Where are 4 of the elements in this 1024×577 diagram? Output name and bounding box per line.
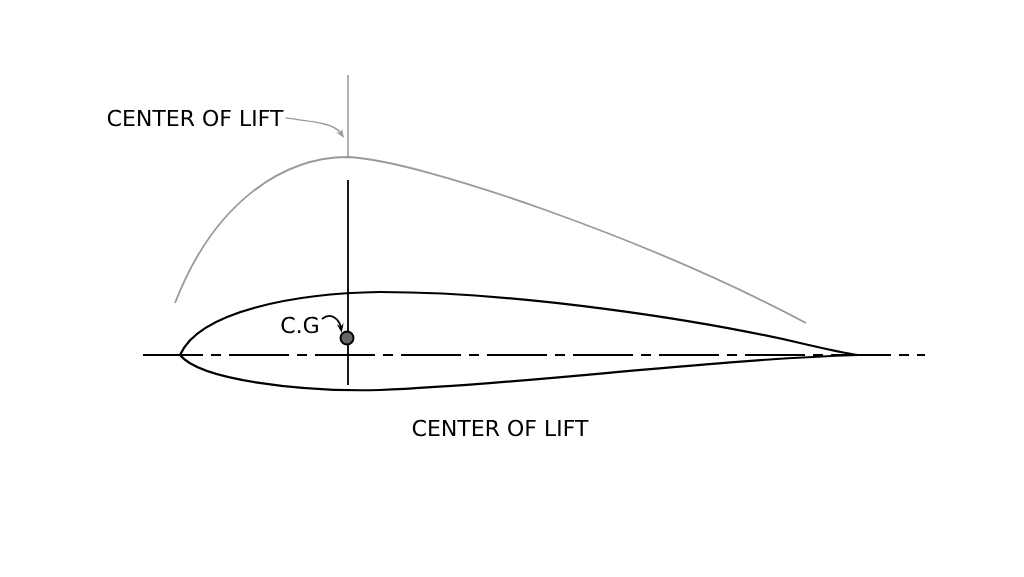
callout-text: C.G xyxy=(281,316,318,334)
cg-marker xyxy=(339,330,355,346)
callout-text: CENTER OF LIFT xyxy=(107,109,284,127)
callout-text: CENTER OF LIFT xyxy=(412,419,589,437)
